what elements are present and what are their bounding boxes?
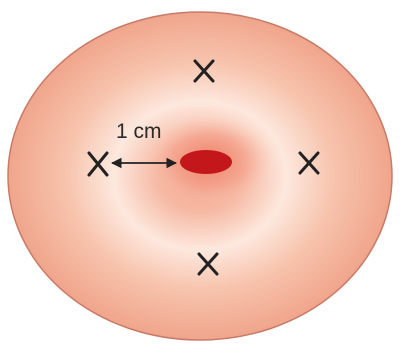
distance-label: 1 cm [116,120,162,143]
left-x-mark [87,151,109,177]
bottom-x-mark [197,252,219,276]
top-x-mark [193,59,215,83]
center-spot [180,150,232,174]
right-x-mark [298,151,320,175]
